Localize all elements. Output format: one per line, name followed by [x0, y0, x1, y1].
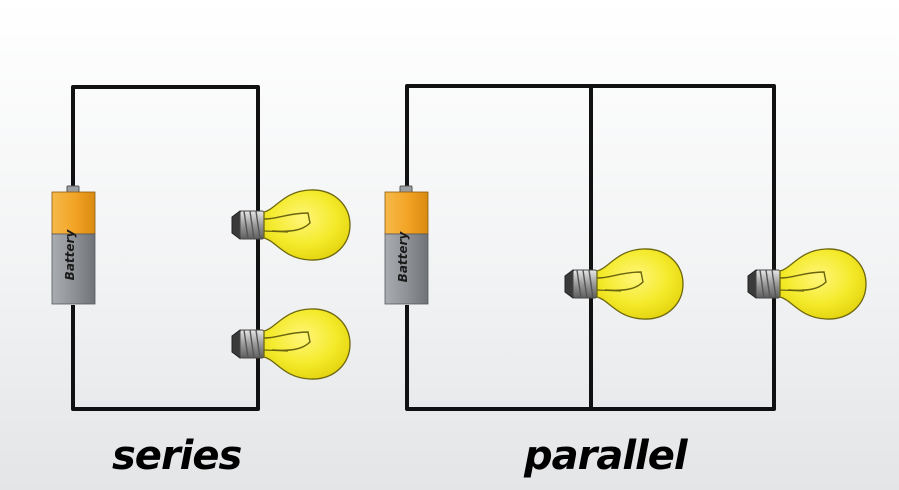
parallel-caption: parallel — [524, 433, 688, 479]
light-bulb-icon — [231, 189, 351, 261]
series-circuit: Battery — [51, 85, 351, 411]
series-wire-loop — [71, 85, 260, 411]
parallel-battery: Battery — [384, 185, 429, 305]
parallel-circuit: Battery — [384, 84, 867, 411]
parallel-battery-label: Battery — [396, 231, 410, 283]
series-battery: Battery — [51, 185, 96, 305]
light-bulb-icon — [564, 248, 684, 320]
parallel-outer-wire — [405, 84, 776, 411]
series-battery-label: Battery — [63, 229, 77, 281]
light-bulb-icon — [231, 308, 351, 380]
light-bulb-icon — [747, 248, 867, 320]
series-caption: series — [112, 433, 242, 479]
